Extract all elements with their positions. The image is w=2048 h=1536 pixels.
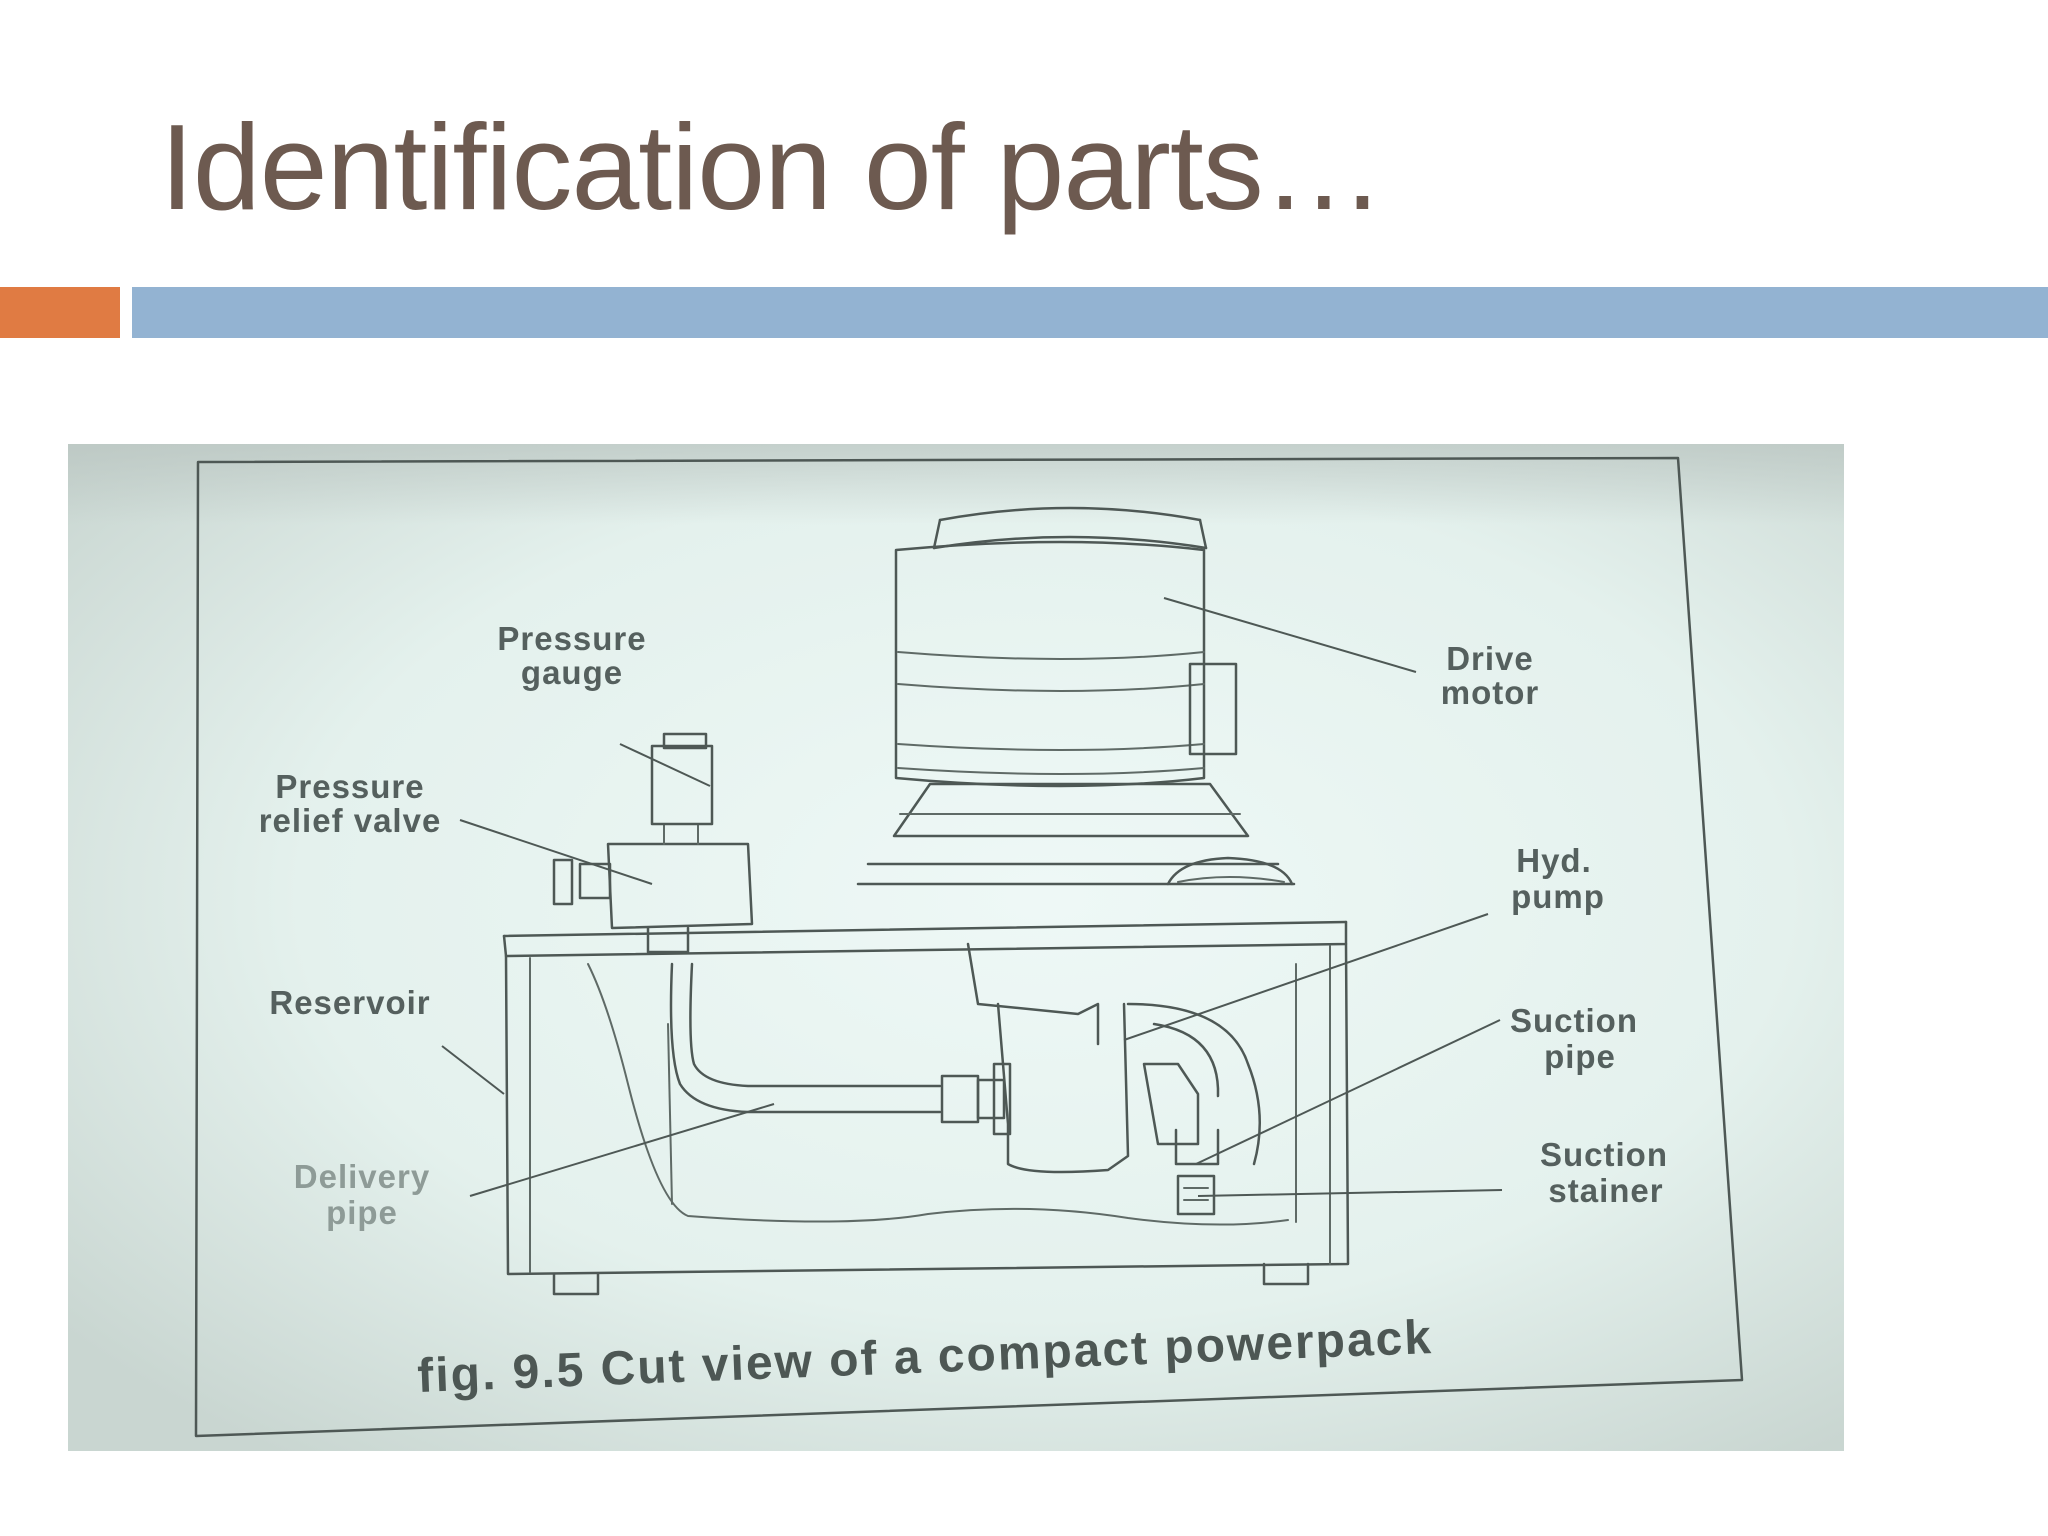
reservoir-drawing [502,920,1350,1296]
label-pressure-gauge-2: gauge [521,654,623,691]
label-relief-valve-2: relief valve [259,802,442,839]
figure-photo: Pressure gauge Pressure relief valve Res… [68,444,1844,1451]
leader-lines [441,597,1503,1197]
photo-shadow [68,444,1844,1451]
label-suction-pipe-2: pipe [1544,1038,1616,1075]
delivery-pipe-drawing [669,962,1012,1136]
pressure-gauge-drawing [650,732,714,826]
label-drive-motor-1: Drive [1446,640,1534,677]
label-hyd-pump-2: pump [1511,878,1605,915]
powerpack-diagram: Pressure gauge Pressure relief valve Res… [68,444,1844,1451]
label-delivery-pipe-2: pipe [326,1194,398,1231]
accent-bar-orange [0,287,120,338]
accent-bar-blue [132,287,2048,338]
leader-drive-motor [1163,597,1417,673]
leader-reservoir [441,1045,505,1095]
leader-relief-valve [459,819,653,885]
label-reservoir: Reservoir [269,984,430,1021]
leader-pressure-gauge [619,743,711,787]
label-relief-valve-1: Pressure [275,768,424,805]
hyd-pump-drawing [966,942,1261,1216]
label-drive-motor-2: motor [1441,674,1540,711]
leader-suction-pipe [1195,1019,1501,1165]
drive-motor-drawing [856,506,1296,886]
label-suction-strainer-1: Suction [1540,1136,1668,1173]
label-pressure-gauge-1: Pressure [497,620,646,657]
leader-suction-strainer [1197,1189,1503,1197]
label-delivery-pipe-1: Delivery [294,1158,430,1195]
slide-title: Identification of parts… [160,99,1385,235]
figure-frame [194,456,1744,1438]
label-suction-strainer-2: stainer [1548,1172,1663,1209]
label-hyd-pump-1: Hyd. [1516,842,1592,879]
leader-hyd-pump [1123,913,1489,1041]
leader-delivery-pipe [469,1103,775,1197]
label-suction-pipe-1: Suction [1510,1002,1638,1039]
